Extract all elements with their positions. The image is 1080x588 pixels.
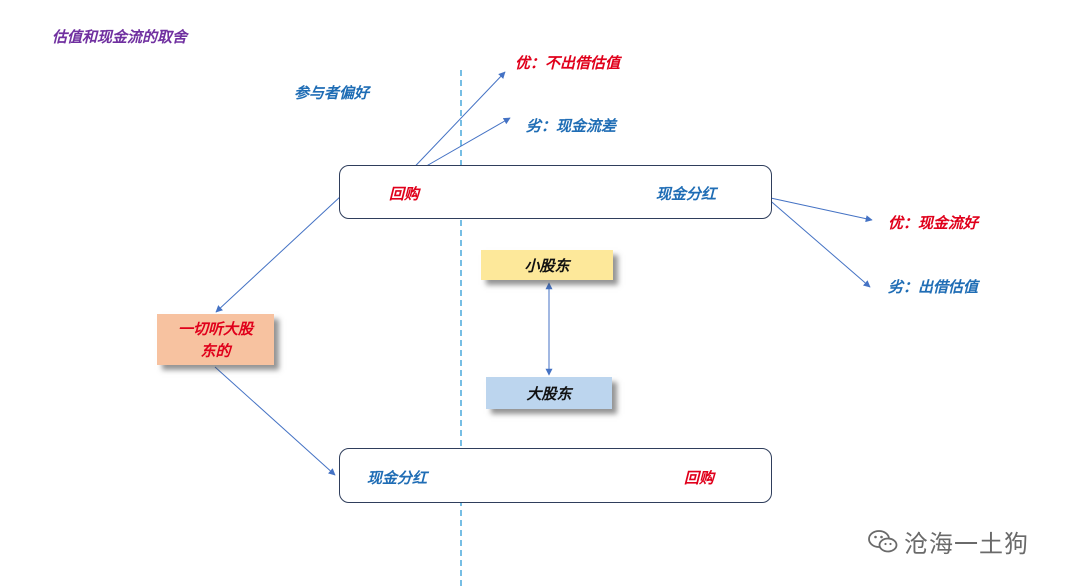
wechat-icon xyxy=(868,529,898,552)
top-box-buyback: 回购 xyxy=(389,185,420,203)
top-choice-box: 回购 现金分红 xyxy=(339,165,772,219)
decider-line-2: 东的 xyxy=(200,341,231,360)
arrow-to-decider xyxy=(215,195,342,313)
diagram-title: 估值和现金流的取舍 xyxy=(52,28,188,46)
arrow-buyback-advantage xyxy=(401,71,506,181)
dividend-advantage-label: 优：现金流好 xyxy=(888,214,979,232)
big-shareholder-box: 大股东 xyxy=(486,377,612,409)
small-shareholder-box: 小股东 xyxy=(481,250,613,280)
buyback-advantage-label: 优：不出借估值 xyxy=(515,54,621,72)
bottom-box-dividend: 现金分红 xyxy=(367,469,428,487)
dividend-disadvantage-label: 劣：出借估值 xyxy=(888,278,979,296)
watermark: 沧海一土狗 xyxy=(868,524,1029,559)
decider-line-1: 一切听大股 xyxy=(177,319,253,338)
preference-label: 参与者偏好 xyxy=(294,84,370,102)
bottom-choice-box: 现金分红 回购 xyxy=(339,448,772,503)
arrow-dividend-advantage xyxy=(765,196,873,223)
decider-box: 一切听大股 东的 xyxy=(157,314,274,365)
bottom-box-buyback: 回购 xyxy=(684,469,715,487)
arrow-dividend-disadvantage xyxy=(765,196,871,288)
watermark-text: 沧海一土狗 xyxy=(904,530,1029,558)
buyback-disadvantage-label: 劣：现金流差 xyxy=(526,117,617,135)
arrow-to-bottom-box xyxy=(214,366,336,476)
top-box-dividend: 现金分红 xyxy=(656,185,717,203)
